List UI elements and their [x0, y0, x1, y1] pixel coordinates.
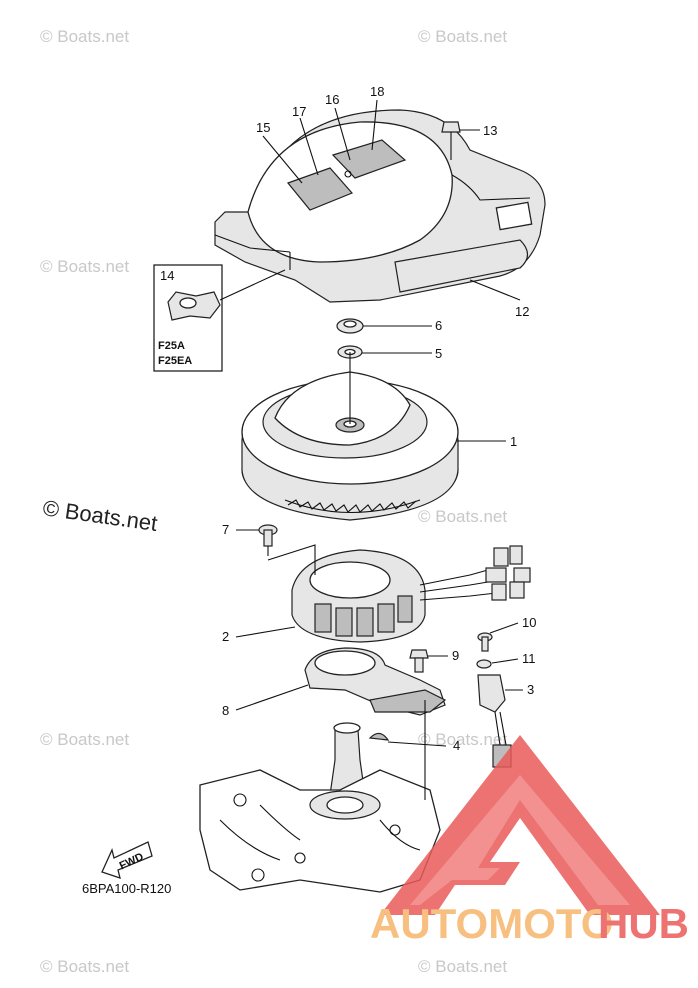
bolt-10: [477, 632, 493, 652]
watermark: © Boats.net: [40, 957, 129, 976]
callout-7: 7: [222, 522, 229, 537]
watermark: © Boats.net: [418, 507, 507, 526]
leader-lines: [235, 99, 523, 800]
bolt-7: [258, 524, 316, 575]
logo-text-automoto: AUTOMOTO: [370, 900, 613, 947]
watermark: © Boats.net: [40, 257, 129, 276]
washer-11: [476, 659, 492, 669]
callouts: 1 2 3 4 5 6 7 8 9 10 11 12 13 15 16 17 1…: [222, 84, 536, 753]
watermark: © Boats.net: [40, 27, 129, 46]
bolt-9: [409, 649, 429, 673]
fwd-arrow-icon: FWD: [101, 841, 153, 879]
inset-line-2: F25EA: [158, 355, 192, 367]
callout-4: 4: [453, 738, 460, 753]
callout-16: 16: [325, 92, 339, 107]
watermark: © Boats.net: [418, 730, 507, 749]
callout-9: 9: [452, 648, 459, 663]
inset-box: 14 F25A F25EA: [153, 264, 286, 372]
stator-base: [304, 647, 447, 716]
diagram-code: 6BPA100-R120: [82, 881, 171, 896]
watermark: © Boats.net: [418, 27, 507, 46]
flywheel-cover: [214, 109, 546, 303]
stator: [291, 545, 531, 643]
callout-11: 11: [522, 651, 536, 666]
logo-triangle-icon: [380, 735, 660, 915]
watermark: © Boats.net: [418, 957, 507, 976]
callout-2: 2: [222, 629, 229, 644]
callout-6: 6: [435, 318, 442, 333]
callout-15: 15: [256, 120, 270, 135]
callout-8: 8: [222, 703, 229, 718]
crankcase: [199, 722, 441, 893]
callout-17: 17: [292, 104, 306, 119]
callout-13: 13: [483, 123, 497, 138]
callout-12: 12: [515, 304, 529, 319]
watermark: © Boats.net: [40, 730, 129, 749]
logo-text-hub: HUB: [598, 900, 689, 947]
bolt-13: [441, 121, 461, 160]
automotohub-logo: AUTOMOTO HUB: [370, 735, 689, 947]
callout-5: 5: [435, 346, 442, 361]
inset-line-1: F25A: [158, 340, 185, 352]
callout-10: 10: [522, 615, 536, 630]
flywheel: [241, 352, 459, 521]
callout-1: 1: [510, 434, 517, 449]
key-4: [368, 732, 390, 741]
callout-14: 14: [160, 268, 174, 283]
watermark-main: © Boats.net: [41, 495, 159, 536]
callout-3: 3: [527, 682, 534, 697]
callout-18: 18: [370, 84, 384, 99]
nut-6: [336, 318, 364, 334]
